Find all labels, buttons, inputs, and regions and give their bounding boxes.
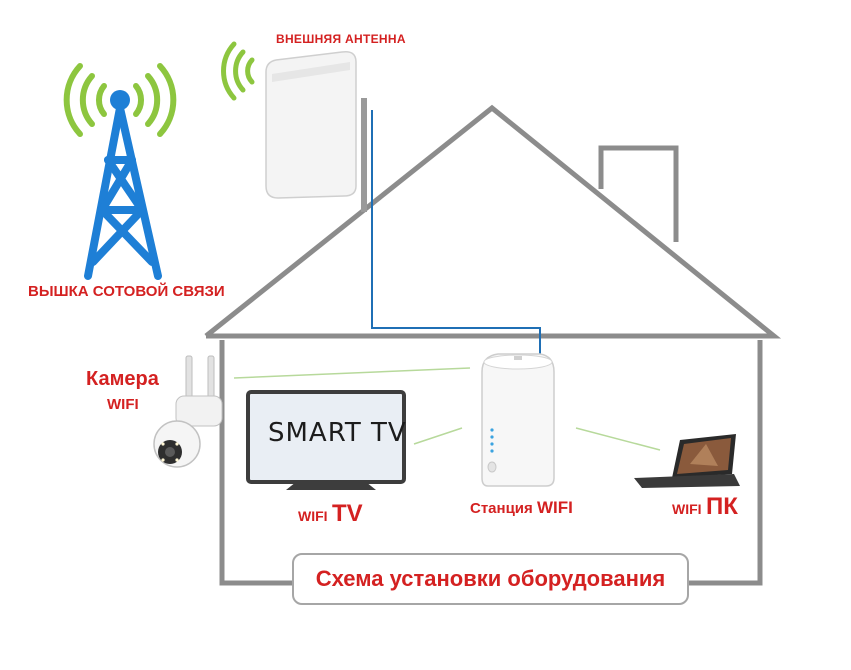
- tower-label: ВЫШКА СОТОВОЙ СВЯЗИ: [28, 283, 225, 300]
- smart-tv-icon: [246, 390, 406, 490]
- camera-wifi-label: WIFI: [107, 396, 139, 413]
- house-wall-right: [689, 340, 763, 586]
- pc-main-text: ПК: [706, 493, 738, 520]
- diagram-title: Схема установки оборудования: [315, 566, 666, 591]
- pc-wifi-text: WIFI: [672, 501, 702, 517]
- station-prefix-text: Станция: [470, 500, 533, 517]
- panel-antenna-icon: [221, 41, 367, 212]
- diagram-title-box: Схема установки оборудования: [292, 553, 689, 605]
- station-label: Станция WIFI: [470, 498, 573, 518]
- house-chimney: [598, 145, 679, 242]
- tv-main-text: TV: [332, 500, 363, 527]
- laptop-icon: [634, 434, 740, 488]
- tv-label: WIFI TV: [298, 500, 363, 528]
- pc-label: WIFI ПК: [672, 493, 738, 521]
- link-camera: [233, 367, 471, 379]
- cell-tower-icon: [63, 63, 177, 280]
- ip-camera-icon: [153, 355, 223, 468]
- antenna-signal-icon: [221, 41, 255, 101]
- station-wifi-text: WIFI: [536, 498, 573, 517]
- house-wall-left: [219, 340, 292, 586]
- wireless-links: [233, 367, 661, 451]
- wifi-station-icon: [481, 353, 555, 487]
- link-tv: [413, 427, 463, 445]
- tv-screen-logo: SMART TV: [268, 418, 407, 448]
- camera-label: Камера: [86, 368, 159, 390]
- external-antenna-label: ВНЕШНЯЯ АНТЕННА: [276, 32, 406, 46]
- antenna-cable: [371, 110, 541, 358]
- tv-wifi-text: WIFI: [298, 508, 328, 524]
- house-outline: [204, 104, 782, 586]
- house-roof: [204, 104, 782, 339]
- link-pc: [575, 427, 661, 451]
- tower-signal-icon: [63, 63, 177, 137]
